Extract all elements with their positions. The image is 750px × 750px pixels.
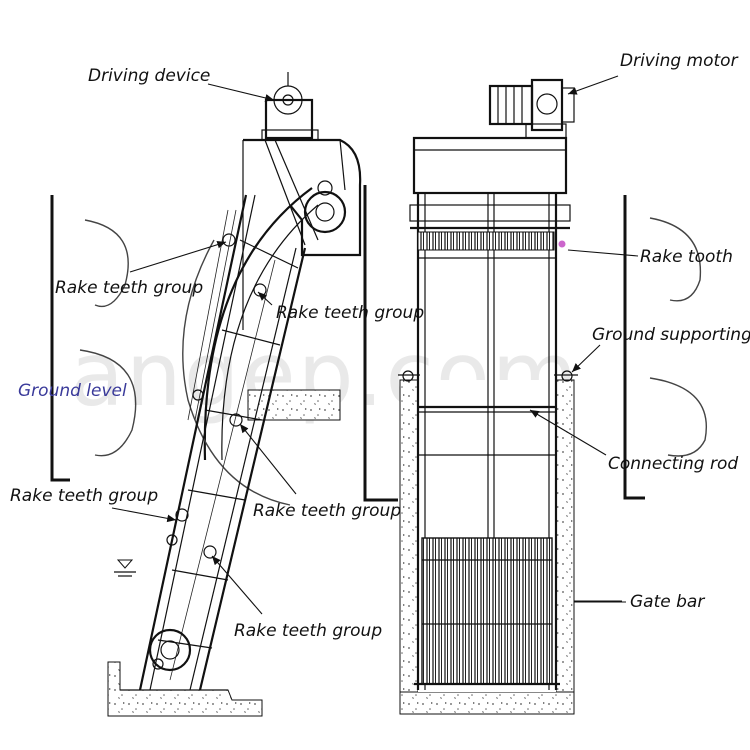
label-rake-teeth-group-1: Rake teeth group (55, 278, 203, 298)
arc-guide-inner (221, 204, 319, 461)
channel-wall-left (399, 379, 419, 711)
top-housing (412, 136, 568, 195)
driving-motor (488, 78, 575, 139)
label-rake-teeth-group-2: Rake teeth group (276, 303, 424, 323)
label-ground-supporting: Ground supporting (592, 325, 750, 345)
gate-bar-grating (421, 537, 553, 685)
label-gate-bar: Gate bar (630, 592, 705, 612)
driving-device (261, 72, 319, 141)
label-rake-teeth-group-3: Rake teeth group (10, 486, 158, 506)
channel-wall-right (555, 379, 575, 711)
label-rake-teeth-group-4: Rake teeth group (253, 501, 401, 521)
upper-sprocket (303, 180, 347, 234)
upper-rake-bar (409, 204, 571, 259)
rake-nodes-side (166, 233, 267, 559)
head-frame (243, 138, 362, 257)
rail-left (138, 194, 248, 691)
watermark-decor (50, 185, 707, 502)
ground-slab-upper (247, 389, 341, 421)
label-driving-motor: Driving motor (620, 51, 739, 71)
ground-supports (398, 370, 578, 382)
leader-lines (111, 75, 639, 615)
arc-guide-outer (203, 187, 313, 461)
ground-base (107, 661, 263, 717)
label-connecting-rod: Connecting rod (608, 454, 738, 474)
label-ground-level: Ground level (18, 381, 127, 401)
label-rake-tooth: Rake tooth (640, 247, 733, 267)
rail-right (198, 247, 307, 691)
water-level-icon (114, 559, 136, 577)
label-rake-teeth-group-5: Rake teeth group (234, 621, 382, 641)
label-driving-device: Driving device (88, 66, 210, 86)
large-circle-guide (182, 239, 291, 506)
lower-sprocket (148, 628, 192, 672)
channel-floor (399, 691, 575, 715)
front-view (398, 78, 578, 715)
side-view (107, 72, 362, 717)
